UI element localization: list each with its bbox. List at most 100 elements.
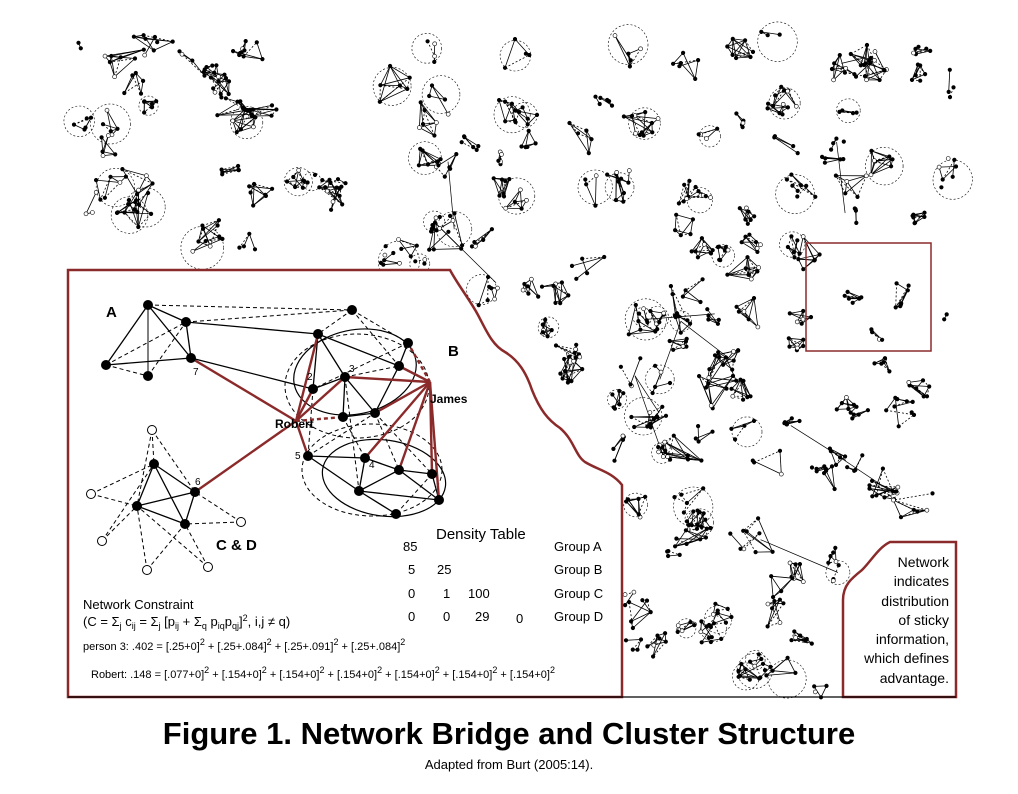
bg-cluster-ring	[372, 67, 412, 106]
bg-node	[670, 292, 675, 297]
bg-tie	[831, 466, 835, 490]
bg-node	[713, 601, 718, 606]
bg-tie	[504, 54, 530, 69]
bg-tie	[650, 310, 660, 323]
bg-bridge	[760, 539, 839, 573]
bg-bridge	[836, 141, 846, 214]
bg-node	[435, 159, 441, 164]
bg-node	[906, 283, 911, 288]
bg-tie	[384, 259, 400, 264]
bg-tie	[232, 120, 254, 128]
bg-node	[132, 207, 137, 212]
bg-node	[235, 99, 240, 104]
bg-node	[566, 378, 571, 383]
bg-node	[869, 327, 874, 332]
bg-node	[701, 486, 706, 491]
bg-tie	[677, 621, 691, 633]
bg-node	[843, 191, 848, 196]
bg-node	[863, 173, 869, 179]
bg-node	[231, 48, 236, 54]
bg-tie	[144, 36, 156, 56]
bg-node	[667, 338, 672, 344]
bg-node	[801, 308, 806, 314]
bg-node	[628, 619, 634, 624]
bg-node	[626, 51, 631, 56]
bg-tie	[667, 456, 702, 461]
bg-tie	[122, 168, 153, 184]
bg-node	[905, 288, 910, 293]
bg-node	[399, 246, 404, 251]
bg-node	[853, 207, 858, 212]
bg-tie	[614, 390, 620, 409]
bg-tie	[652, 633, 666, 657]
bg-node	[881, 360, 886, 365]
person-node	[132, 501, 142, 511]
bg-tie	[747, 256, 759, 268]
bg-node	[868, 61, 873, 66]
bg-tie	[767, 107, 788, 109]
bg-node	[252, 181, 257, 187]
bg-node	[109, 53, 114, 59]
bg-tie	[706, 380, 737, 388]
bg-tie	[102, 135, 109, 152]
bg-node	[657, 636, 662, 641]
bg-tie	[708, 377, 737, 382]
bg-node	[71, 122, 77, 127]
bg-cluster-ring	[673, 486, 714, 527]
bg-tie	[789, 310, 804, 314]
bg-tie	[694, 60, 699, 79]
bg-node	[679, 492, 684, 497]
bg-tie	[787, 90, 797, 107]
bg-node	[703, 194, 708, 199]
bg-tie	[820, 685, 827, 698]
bg-node	[730, 373, 736, 379]
bg-node	[133, 200, 138, 205]
bg-tie	[734, 425, 745, 440]
bg-node	[293, 184, 298, 190]
bg-tie	[742, 518, 759, 532]
bg-tie	[672, 338, 687, 351]
bg-node	[241, 244, 246, 249]
bg-node	[241, 54, 246, 59]
bg-node	[580, 256, 585, 261]
bg-cluster-ring	[624, 298, 667, 341]
bg-tie	[844, 295, 860, 300]
bg-node	[448, 213, 453, 218]
bg-tie	[896, 283, 909, 291]
bg-node	[605, 97, 610, 103]
bg-tie	[833, 68, 846, 81]
bg-node	[651, 417, 657, 422]
bg-node	[696, 189, 701, 194]
bg-node	[756, 652, 761, 657]
bg-tie	[854, 455, 863, 471]
bg-bridge	[433, 221, 497, 284]
bg-tie	[138, 213, 152, 228]
bg-tie	[691, 244, 705, 252]
node-number-7: 7	[193, 367, 199, 378]
bg-node	[740, 124, 745, 130]
bg-node	[222, 72, 227, 77]
bg-node	[100, 122, 106, 127]
bg-node	[120, 167, 125, 172]
bg-tie	[866, 44, 875, 61]
bg-node	[712, 353, 718, 358]
bg-tie	[202, 225, 220, 238]
bg-tie	[732, 379, 741, 397]
bg-tie	[251, 109, 277, 117]
bg-tie	[771, 608, 781, 623]
bg-node	[916, 44, 921, 49]
bg-node	[670, 61, 676, 66]
bg-tie	[569, 122, 592, 140]
bg-tie	[779, 450, 782, 475]
bg-node	[534, 112, 540, 117]
bg-node	[824, 683, 829, 689]
bg-node	[793, 635, 798, 640]
bg-tie	[738, 676, 760, 679]
bg-tie	[427, 41, 435, 57]
bg-cluster-ring	[775, 174, 815, 214]
bg-tie	[895, 290, 909, 308]
bg-tie	[685, 529, 707, 538]
bg-tie	[294, 170, 300, 188]
bg-tie	[555, 345, 580, 358]
bg-cluster-ring	[436, 211, 473, 248]
